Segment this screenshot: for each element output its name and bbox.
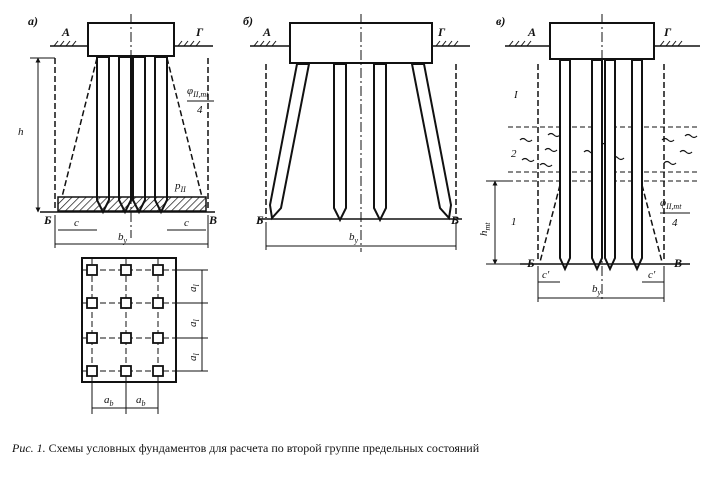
- plan-view: al al al ab ab: [81, 257, 208, 414]
- label-v-bottom-right-v: В: [673, 256, 682, 270]
- pile-b-2: [333, 63, 347, 223]
- pile-v-3: [604, 59, 616, 272]
- plan-pile: [86, 365, 98, 377]
- label-ab-1: ab: [104, 394, 114, 408]
- pile-v-2: [591, 59, 603, 272]
- label-c-right-v: c': [648, 269, 656, 281]
- label-al-2: al: [187, 319, 201, 328]
- label-a-top-left-b: А: [262, 25, 271, 39]
- plan-pile: [152, 332, 164, 344]
- label-g-top-right: Г: [195, 25, 204, 39]
- pile-b-3: [373, 63, 387, 223]
- pressure-band: [57, 196, 207, 212]
- panel-a-letter: а): [28, 14, 38, 28]
- label-v-bottom-right: В: [208, 213, 217, 227]
- plan-pile: [120, 297, 132, 309]
- label-c-left-a: c: [74, 217, 79, 229]
- label-b-bottom-left: Б: [43, 213, 52, 227]
- caption-text: Схемы условных фундаментов для расчета п…: [48, 441, 480, 455]
- label-ab-2: ab: [136, 394, 146, 408]
- panel-b-letter: б): [243, 14, 253, 28]
- label-phi-den-a: 4: [197, 104, 203, 116]
- label-c-left-v: c': [542, 269, 550, 281]
- label-al-1: al: [187, 284, 201, 293]
- plan-pile: [86, 297, 98, 309]
- figure-caption: Рис. 1. Схемы условных фундаментов для р…: [12, 441, 702, 456]
- plan-pile: [86, 264, 98, 276]
- label-a-top-left: А: [61, 25, 70, 39]
- pile-v-4: [631, 59, 643, 272]
- plan-pile: [152, 297, 164, 309]
- label-phi-den-v: 4: [672, 217, 678, 229]
- label-p-a: pII: [174, 180, 186, 194]
- plan-outline: [81, 257, 177, 383]
- panel-b: б) А Г Б В by: [243, 14, 470, 252]
- pile-v-1: [559, 59, 571, 272]
- pile-b-4: [410, 63, 453, 221]
- plan-pile: [152, 264, 164, 276]
- label-b-bottom-left-b: Б: [255, 213, 264, 227]
- pile-b-1: [268, 63, 311, 221]
- label-h-a: h: [18, 126, 24, 138]
- pile-a-3: [132, 56, 146, 215]
- plan-pile: [152, 365, 164, 377]
- label-b-v: by: [592, 283, 602, 297]
- label-g-top-right-b: Г: [437, 25, 446, 39]
- label-g-top-right-v: Г: [663, 25, 672, 39]
- panel-v-letter: в): [496, 14, 505, 28]
- plan-pile: [120, 365, 132, 377]
- label-al-3: al: [187, 353, 201, 362]
- label-h-mt: hmt: [478, 222, 492, 236]
- label-phi-v: φII,mt: [660, 197, 682, 211]
- label-phi-a: φII,mt: [187, 85, 209, 99]
- pile-a-2: [118, 56, 132, 215]
- plan-pile: [120, 264, 132, 276]
- label-v-bottom-right-b: В: [450, 213, 459, 227]
- caption-lead: Рис. 1.: [12, 441, 46, 455]
- label-a-top-left-v: А: [527, 25, 536, 39]
- pile-a-1: [96, 56, 110, 215]
- plan-pile: [120, 332, 132, 344]
- label-c-right-a: c: [184, 217, 189, 229]
- panel-a: а) h А Г Б: [18, 14, 217, 248]
- label-b-bottom-left-v: Б: [526, 256, 535, 270]
- label-layer-2: 2: [511, 148, 517, 160]
- label-b-b: by: [349, 231, 359, 245]
- label-layer-1-bottom: 1: [511, 216, 517, 228]
- pile-a-4: [154, 56, 168, 215]
- panel-v: в): [478, 14, 700, 302]
- label-b-a: by: [118, 231, 128, 245]
- label-layer-1-top: I: [513, 89, 519, 101]
- plan-pile: [86, 332, 98, 344]
